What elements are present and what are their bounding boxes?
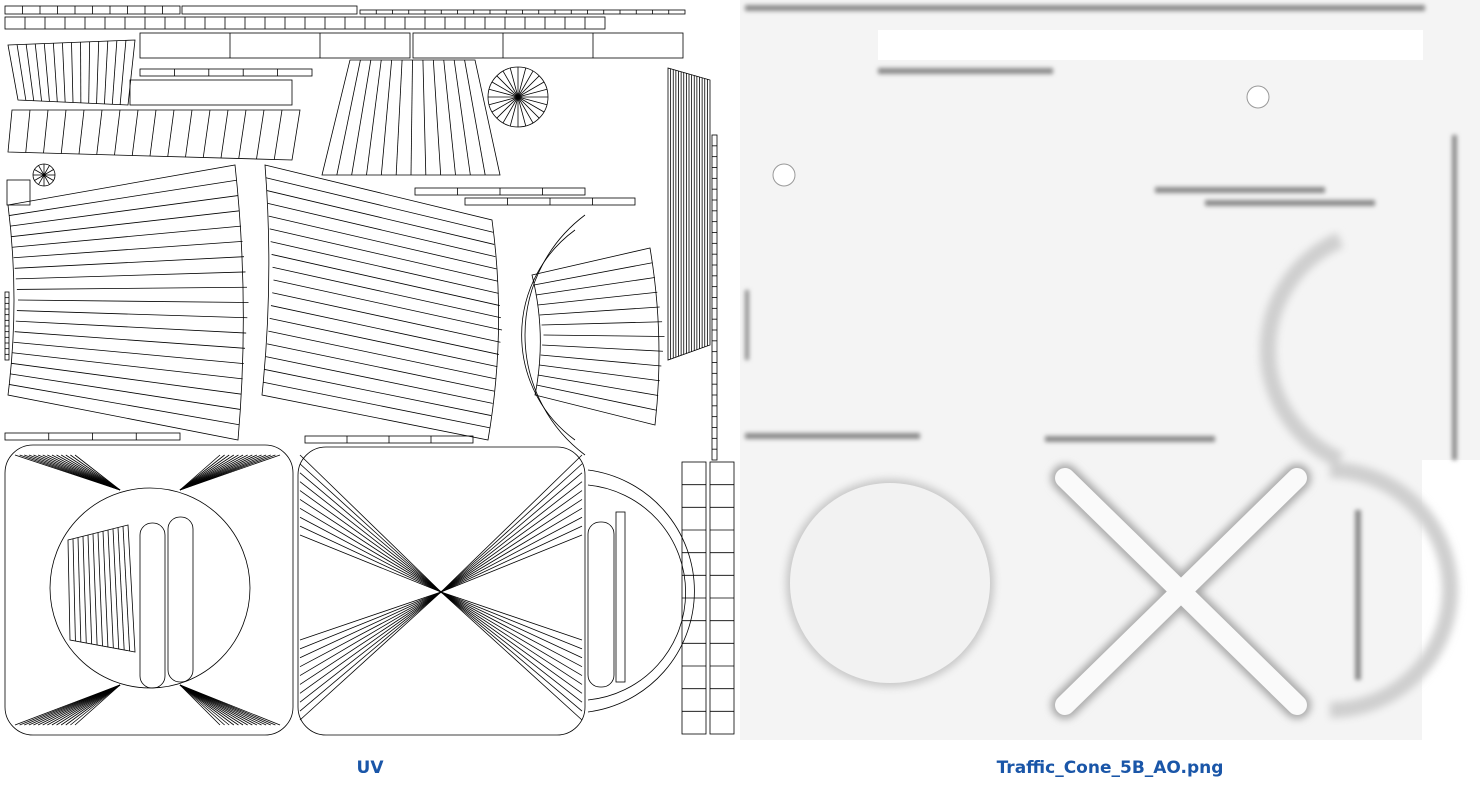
uv-layout-image	[4, 5, 735, 736]
uv-caption: UV	[356, 758, 384, 778]
ao-texture-caption: Traffic_Cone_5B_AO.png	[996, 758, 1224, 778]
ao-texture-image	[740, 0, 1480, 740]
